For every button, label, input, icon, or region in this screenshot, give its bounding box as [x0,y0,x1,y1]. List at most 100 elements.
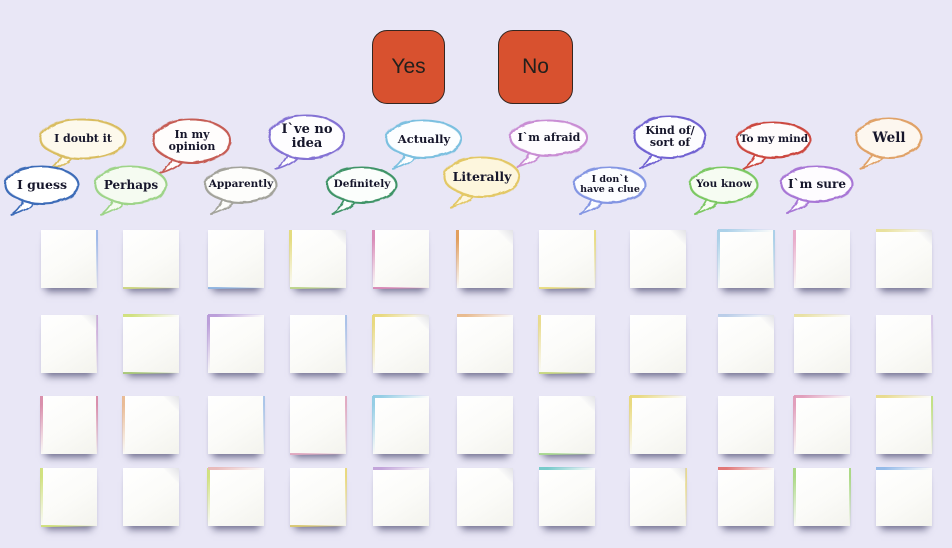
sticky-note[interactable] [793,230,850,288]
speech-bubble-i-guess[interactable]: I guess [2,164,82,216]
sticky-note[interactable] [373,467,429,526]
speech-bubble-perhaps[interactable]: Perhaps [92,164,170,216]
sticky-note[interactable] [41,315,98,373]
note-edge-tint [372,315,375,373]
note-edge-tint [772,230,775,288]
sticky-note[interactable] [457,314,513,373]
sticky-note[interactable] [123,230,179,289]
speech-bubble-im-afraid[interactable]: I`m afraid [507,118,591,169]
note-corner-fold [758,315,774,331]
speech-bubble-i-dont-have-a-clue[interactable]: I don`t have a clue [571,165,649,216]
no-card[interactable]: No [498,30,573,104]
sticky-note[interactable] [717,229,775,288]
sticky-note[interactable] [372,395,429,454]
sticky-note[interactable] [793,468,851,526]
sticky-note[interactable] [123,468,179,526]
speech-bubble-shape [573,166,647,216]
sticky-note[interactable] [630,468,687,526]
sticky-note[interactable] [538,315,595,374]
note-corner-fold [916,230,932,246]
note-edge-tint [630,395,686,398]
sticky-note[interactable] [208,230,264,289]
sticky-note[interactable] [41,230,98,288]
speech-bubble-well[interactable]: Well [853,116,925,170]
sticky-note[interactable] [629,395,686,454]
speech-bubble-to-my-mind[interactable]: To my mind [734,120,814,171]
note-edge-tint [629,396,632,454]
speech-bubble-im-sure[interactable]: I`m sure [778,164,856,215]
note-edge-tint [40,396,43,454]
sticky-note[interactable] [457,396,513,454]
sticky-note[interactable] [207,314,264,373]
sticky-note[interactable] [718,396,774,454]
speech-bubble-shape [736,121,812,171]
sticky-note[interactable] [372,314,429,373]
note-edge-tint [262,396,265,454]
speech-bubble-shape [204,166,278,216]
note-edge-tint [207,315,210,373]
note-corner-fold [497,468,513,484]
speech-bubble-ive-no-idea[interactable]: I`ve no idea [266,113,348,171]
note-edge-tint [290,286,346,289]
speech-bubble-i-doubt-it[interactable]: I doubt it [37,117,129,171]
note-edge-tint [930,396,933,454]
sticky-note[interactable] [539,467,595,526]
speech-bubble-shape [4,165,80,216]
note-edge-tint [208,286,264,289]
sticky-note[interactable] [290,396,347,455]
sticky-note[interactable] [793,395,850,454]
note-edge-tint [457,314,513,317]
note-edge-tint [207,468,210,526]
speech-bubble-apparently[interactable]: Apparently [202,165,280,216]
sticky-note[interactable] [289,230,346,289]
note-edge-tint [793,468,796,526]
note-edge-tint [876,229,932,232]
sticky-note[interactable] [539,230,596,289]
speech-bubble-in-my-opinion[interactable]: In my opinion [150,117,234,175]
speech-bubble-literally[interactable]: Literally [441,155,523,209]
sticky-note[interactable] [290,468,347,527]
sticky-note[interactable] [630,315,686,373]
note-edge-tint [538,315,541,373]
sticky-note[interactable] [290,315,347,373]
speech-bubble-shape [689,166,759,216]
speech-bubble-kind-of-sort-of[interactable]: Kind of/ sort of [631,114,709,170]
sticky-note[interactable] [876,467,932,526]
speech-bubble-actually[interactable]: Actually [383,118,465,170]
yes-card[interactable]: Yes [372,30,445,104]
speech-bubble-you-know[interactable]: You know [687,165,761,216]
speech-bubble-shape [509,119,589,169]
note-edge-tint [718,467,774,470]
sticky-note[interactable] [456,230,513,288]
sticky-note[interactable] [372,230,429,289]
sticky-note[interactable] [630,230,686,288]
note-edge-tint [344,468,347,526]
sticky-note[interactable] [457,468,513,526]
sticky-note[interactable] [207,467,264,526]
sticky-note[interactable] [876,315,933,373]
speech-bubble-definitely[interactable]: Definitely [324,165,400,216]
note-edge-tint [718,229,774,232]
note-edge-tint [684,468,687,526]
speech-bubble-shape [326,166,398,216]
note-edge-tint [593,230,596,288]
sticky-note[interactable] [208,396,265,454]
sticky-note[interactable] [876,229,932,288]
note-edge-tint [794,395,850,398]
sticky-note[interactable] [718,314,774,373]
sticky-note[interactable] [40,396,98,454]
note-edge-tint [95,230,98,288]
sticky-note[interactable] [794,314,850,373]
sticky-note[interactable] [122,396,179,454]
note-edge-tint [876,395,932,398]
sticky-note[interactable] [123,314,179,374]
sticky-note[interactable] [876,395,933,454]
speech-bubble-shape [633,115,707,170]
sticky-note[interactable] [539,396,595,455]
sticky-note[interactable] [718,467,774,526]
note-edge-tint [373,286,429,289]
sticky-note[interactable] [40,468,97,527]
note-edge-tint [95,315,98,373]
note-corner-fold [163,396,179,412]
